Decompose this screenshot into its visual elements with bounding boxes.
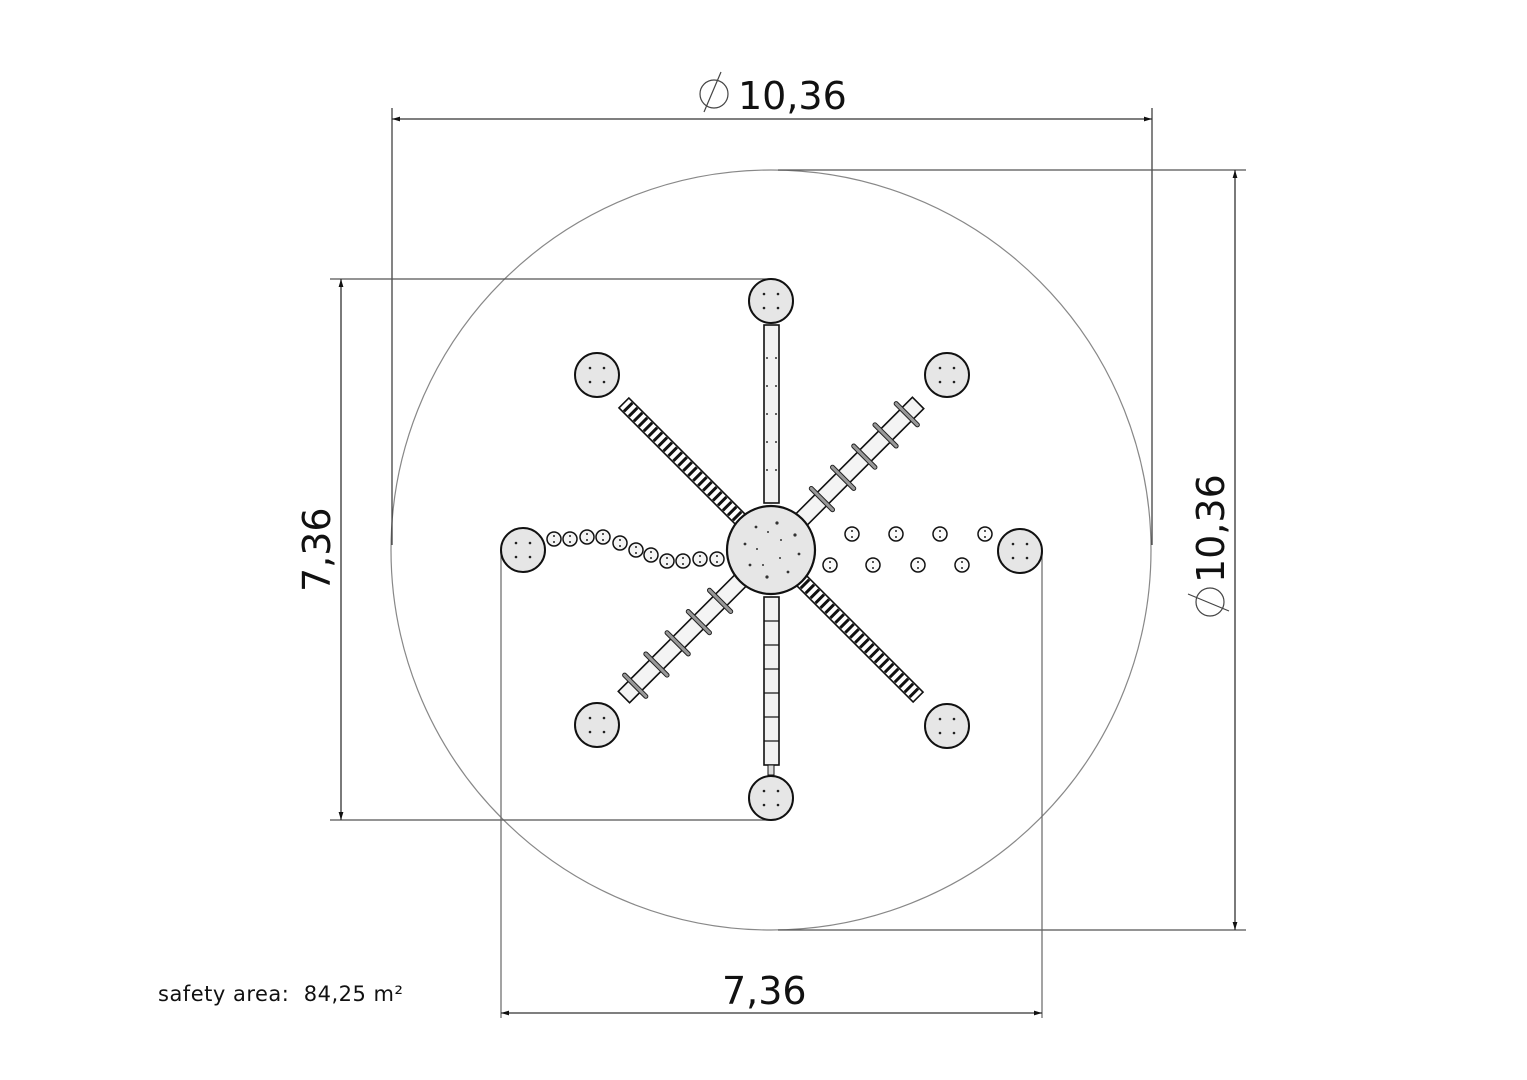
- safety-area-note: safety area: 84,25 m²: [158, 982, 403, 1006]
- post-southwest: [574, 702, 620, 748]
- arm-northeast-crossbars: [793, 396, 925, 528]
- post-north: [748, 278, 794, 324]
- center-platform: [725, 504, 817, 596]
- safety-area-label: safety area:: [158, 982, 290, 1006]
- arm-south-segmented-plank: [763, 596, 780, 776]
- top-diameter-value: 10,36: [738, 74, 847, 118]
- diameter-symbol-icon: [1187, 587, 1230, 617]
- arm-east-stepping-pods: [822, 526, 993, 573]
- post-east: [997, 528, 1043, 574]
- safety-area-value: 84,25 m²: [303, 982, 404, 1006]
- right-diameter-value: 10,36: [1189, 474, 1233, 583]
- safety-area-circle: [390, 169, 1152, 931]
- post-northeast: [924, 352, 970, 398]
- post-west: [500, 527, 546, 573]
- dimension-right-diameter: 10,36: [778, 169, 1246, 931]
- arm-northwest-ladder: [617, 396, 749, 528]
- bottom-width-value: 7,36: [722, 969, 807, 1013]
- arm-southwest-crossbars: [617, 572, 749, 704]
- dimension-bottom-width: 7,36: [500, 552, 1043, 1018]
- arm-north-plank: [763, 324, 780, 504]
- arm-southeast-ladder: [793, 572, 925, 704]
- post-southeast: [924, 703, 970, 749]
- diameter-symbol-icon: [699, 71, 729, 113]
- post-northwest: [574, 352, 620, 398]
- dimension-top-diameter: 10,36: [391, 71, 1153, 545]
- dimension-left-height: 7,36: [295, 278, 770, 821]
- arm-west-ring-chain: [546, 529, 725, 569]
- post-south: [748, 775, 794, 821]
- left-height-value: 7,36: [295, 507, 339, 592]
